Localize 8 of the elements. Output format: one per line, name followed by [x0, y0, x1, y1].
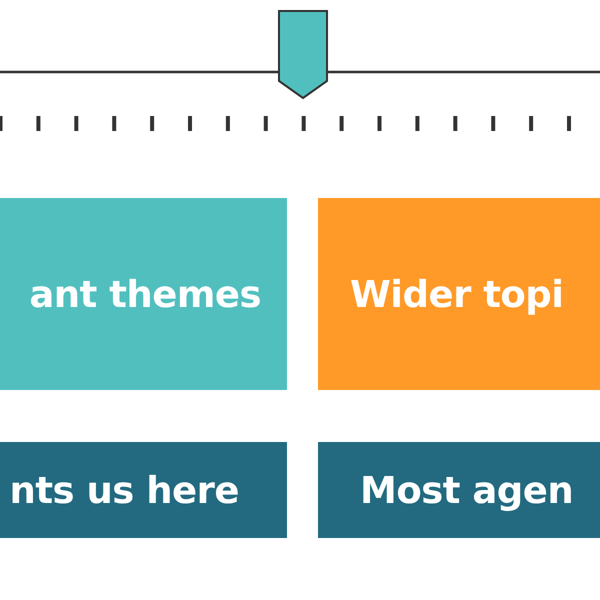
topic-box: [318, 198, 600, 390]
box-text: ant themes: [29, 272, 261, 316]
footer-box: [0, 442, 287, 538]
box-text: Wider topi: [350, 272, 564, 316]
theme-box: [0, 198, 287, 390]
box-text: nts us here: [10, 468, 239, 512]
box-text: Most agen: [360, 468, 574, 512]
agenda-box: [318, 442, 600, 538]
